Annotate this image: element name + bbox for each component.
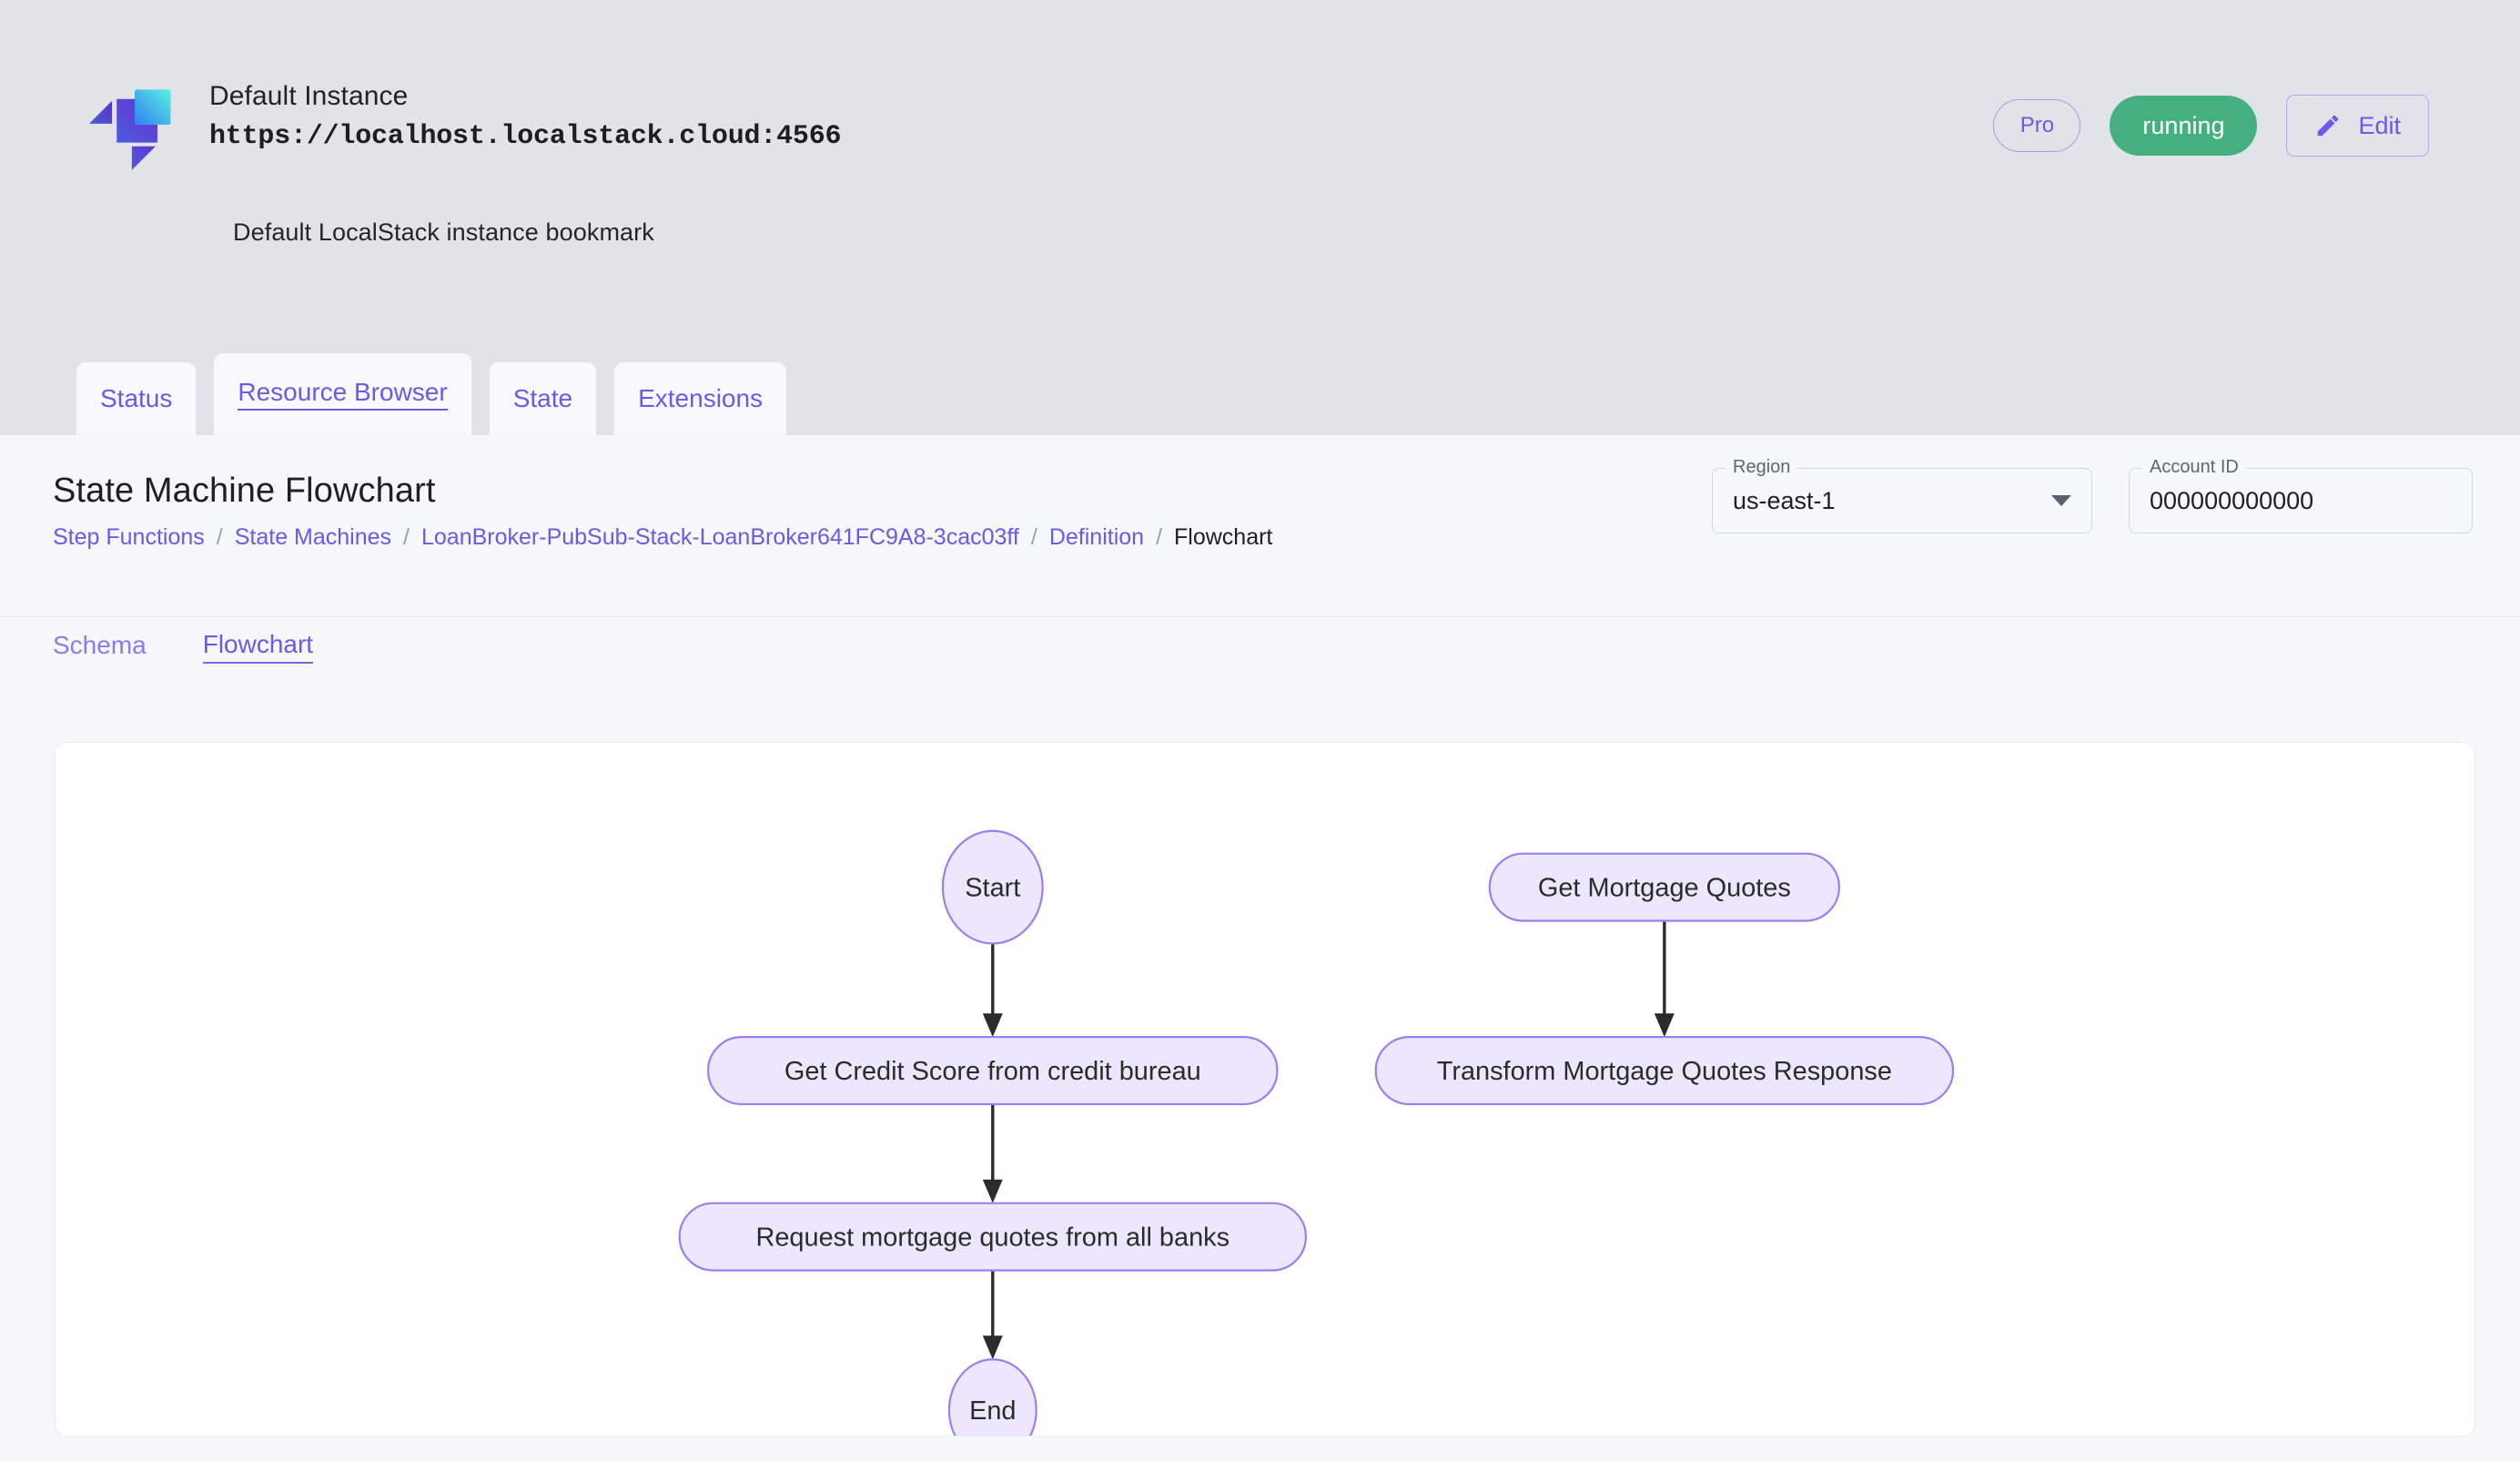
- tab-extensions[interactable]: Extensions: [614, 362, 787, 435]
- main-tabs: Status Resource Browser State Extensions: [76, 353, 787, 435]
- region-select-value: us-east-1: [1733, 486, 1836, 514]
- breadcrumb-item-definition[interactable]: Definition: [1048, 524, 1145, 550]
- instance-description: Default LocalStack instance bookmark: [233, 218, 654, 246]
- flowchart-edge: [1654, 920, 1675, 1038]
- tab-extensions-label: Extensions: [638, 384, 764, 412]
- edit-button-label: Edit: [2358, 111, 2401, 139]
- flowchart-edge: [982, 943, 1003, 1038]
- tab-resource-browser[interactable]: Resource Browser: [214, 353, 471, 435]
- localstack-logo-icon: [89, 89, 171, 170]
- status-badge: running: [2110, 96, 2258, 156]
- flowchart-node[interactable]: Start: [941, 829, 1044, 945]
- tab-status-label: Status: [100, 384, 173, 412]
- flowchart-edge: [982, 1103, 1003, 1203]
- tab-status[interactable]: Status: [76, 362, 197, 435]
- breadcrumb: Step Functions / State Machines / LoanBr…: [53, 524, 1272, 551]
- page-title: State Machine Flowchart: [53, 472, 436, 510]
- flowchart-node[interactable]: Request mortgage quotes from all banks: [678, 1202, 1307, 1272]
- flowchart-edges: [982, 920, 1675, 1360]
- breadcrumb-separator: /: [403, 524, 410, 550]
- subtab-schema[interactable]: Schema: [53, 631, 147, 659]
- tab-resource-browser-label: Resource Browser: [238, 378, 448, 411]
- region-select[interactable]: Region us-east-1: [1712, 458, 2092, 533]
- edit-button[interactable]: Edit: [2286, 95, 2429, 157]
- flowchart-node-label: Transform Mortgage Quotes Response: [1437, 1057, 1892, 1086]
- breadcrumb-item-state-machines[interactable]: State Machines: [234, 524, 392, 550]
- instance-text-block: Default Instance https://localhost.local…: [209, 80, 842, 155]
- flowchart-node-label: End: [969, 1396, 1016, 1426]
- instance-banner: Default Instance https://localhost.local…: [0, 0, 2520, 435]
- pro-badge[interactable]: Pro: [1993, 99, 2081, 152]
- flowchart-node[interactable]: End: [947, 1358, 1037, 1436]
- flowchart-node[interactable]: Get Mortgage Quotes: [1488, 852, 1840, 922]
- banner-actions: Pro running Edit: [1993, 95, 2429, 157]
- tab-state-label: State: [512, 384, 573, 412]
- scope-selectors: Region us-east-1 Account ID 000000000000: [1712, 458, 2473, 533]
- account-id-field[interactable]: Account ID 000000000000: [2129, 458, 2473, 533]
- pencil-icon: [2318, 115, 2339, 137]
- breadcrumb-separator: /: [1030, 524, 1037, 550]
- tab-state[interactable]: State: [489, 362, 597, 435]
- instance-name: Default Instance: [209, 81, 409, 111]
- flowchart-edge: [982, 1270, 1003, 1360]
- flowchart-node-label: Get Mortgage Quotes: [1538, 874, 1791, 903]
- chevron-down-icon[interactable]: [2051, 495, 2071, 506]
- breadcrumb-item-step-functions[interactable]: Step Functions: [53, 524, 205, 550]
- instance-summary: Default Instance https://localhost.local…: [87, 80, 842, 175]
- region-select-label: Region: [1726, 458, 1798, 476]
- flowchart-node-label: Get Credit Score from credit bureau: [784, 1057, 1201, 1086]
- account-id-label: Account ID: [2142, 458, 2246, 476]
- page-header: [0, 435, 2520, 617]
- view-subtabs: Schema Flowchart: [53, 630, 314, 664]
- breadcrumb-item-state-machine-id[interactable]: LoanBroker-PubSub-Stack-LoanBroker641FC9…: [421, 524, 1019, 550]
- breadcrumb-item-flowchart: Flowchart: [1174, 524, 1273, 550]
- flowchart-node[interactable]: Get Credit Score from credit bureau: [707, 1036, 1279, 1106]
- flowchart-node-label: Start: [965, 874, 1020, 903]
- instance-url: https://localhost.localstack.cloud:4566: [209, 120, 842, 152]
- account-id-value: 000000000000: [2150, 486, 2314, 514]
- flowchart-node-label: Request mortgage quotes from all banks: [755, 1223, 1230, 1253]
- flowchart-node[interactable]: Transform Mortgage Quotes Response: [1374, 1036, 1955, 1106]
- subtab-flowchart[interactable]: Flowchart: [202, 630, 314, 664]
- breadcrumb-separator: /: [216, 524, 223, 550]
- breadcrumb-separator: /: [1156, 524, 1163, 550]
